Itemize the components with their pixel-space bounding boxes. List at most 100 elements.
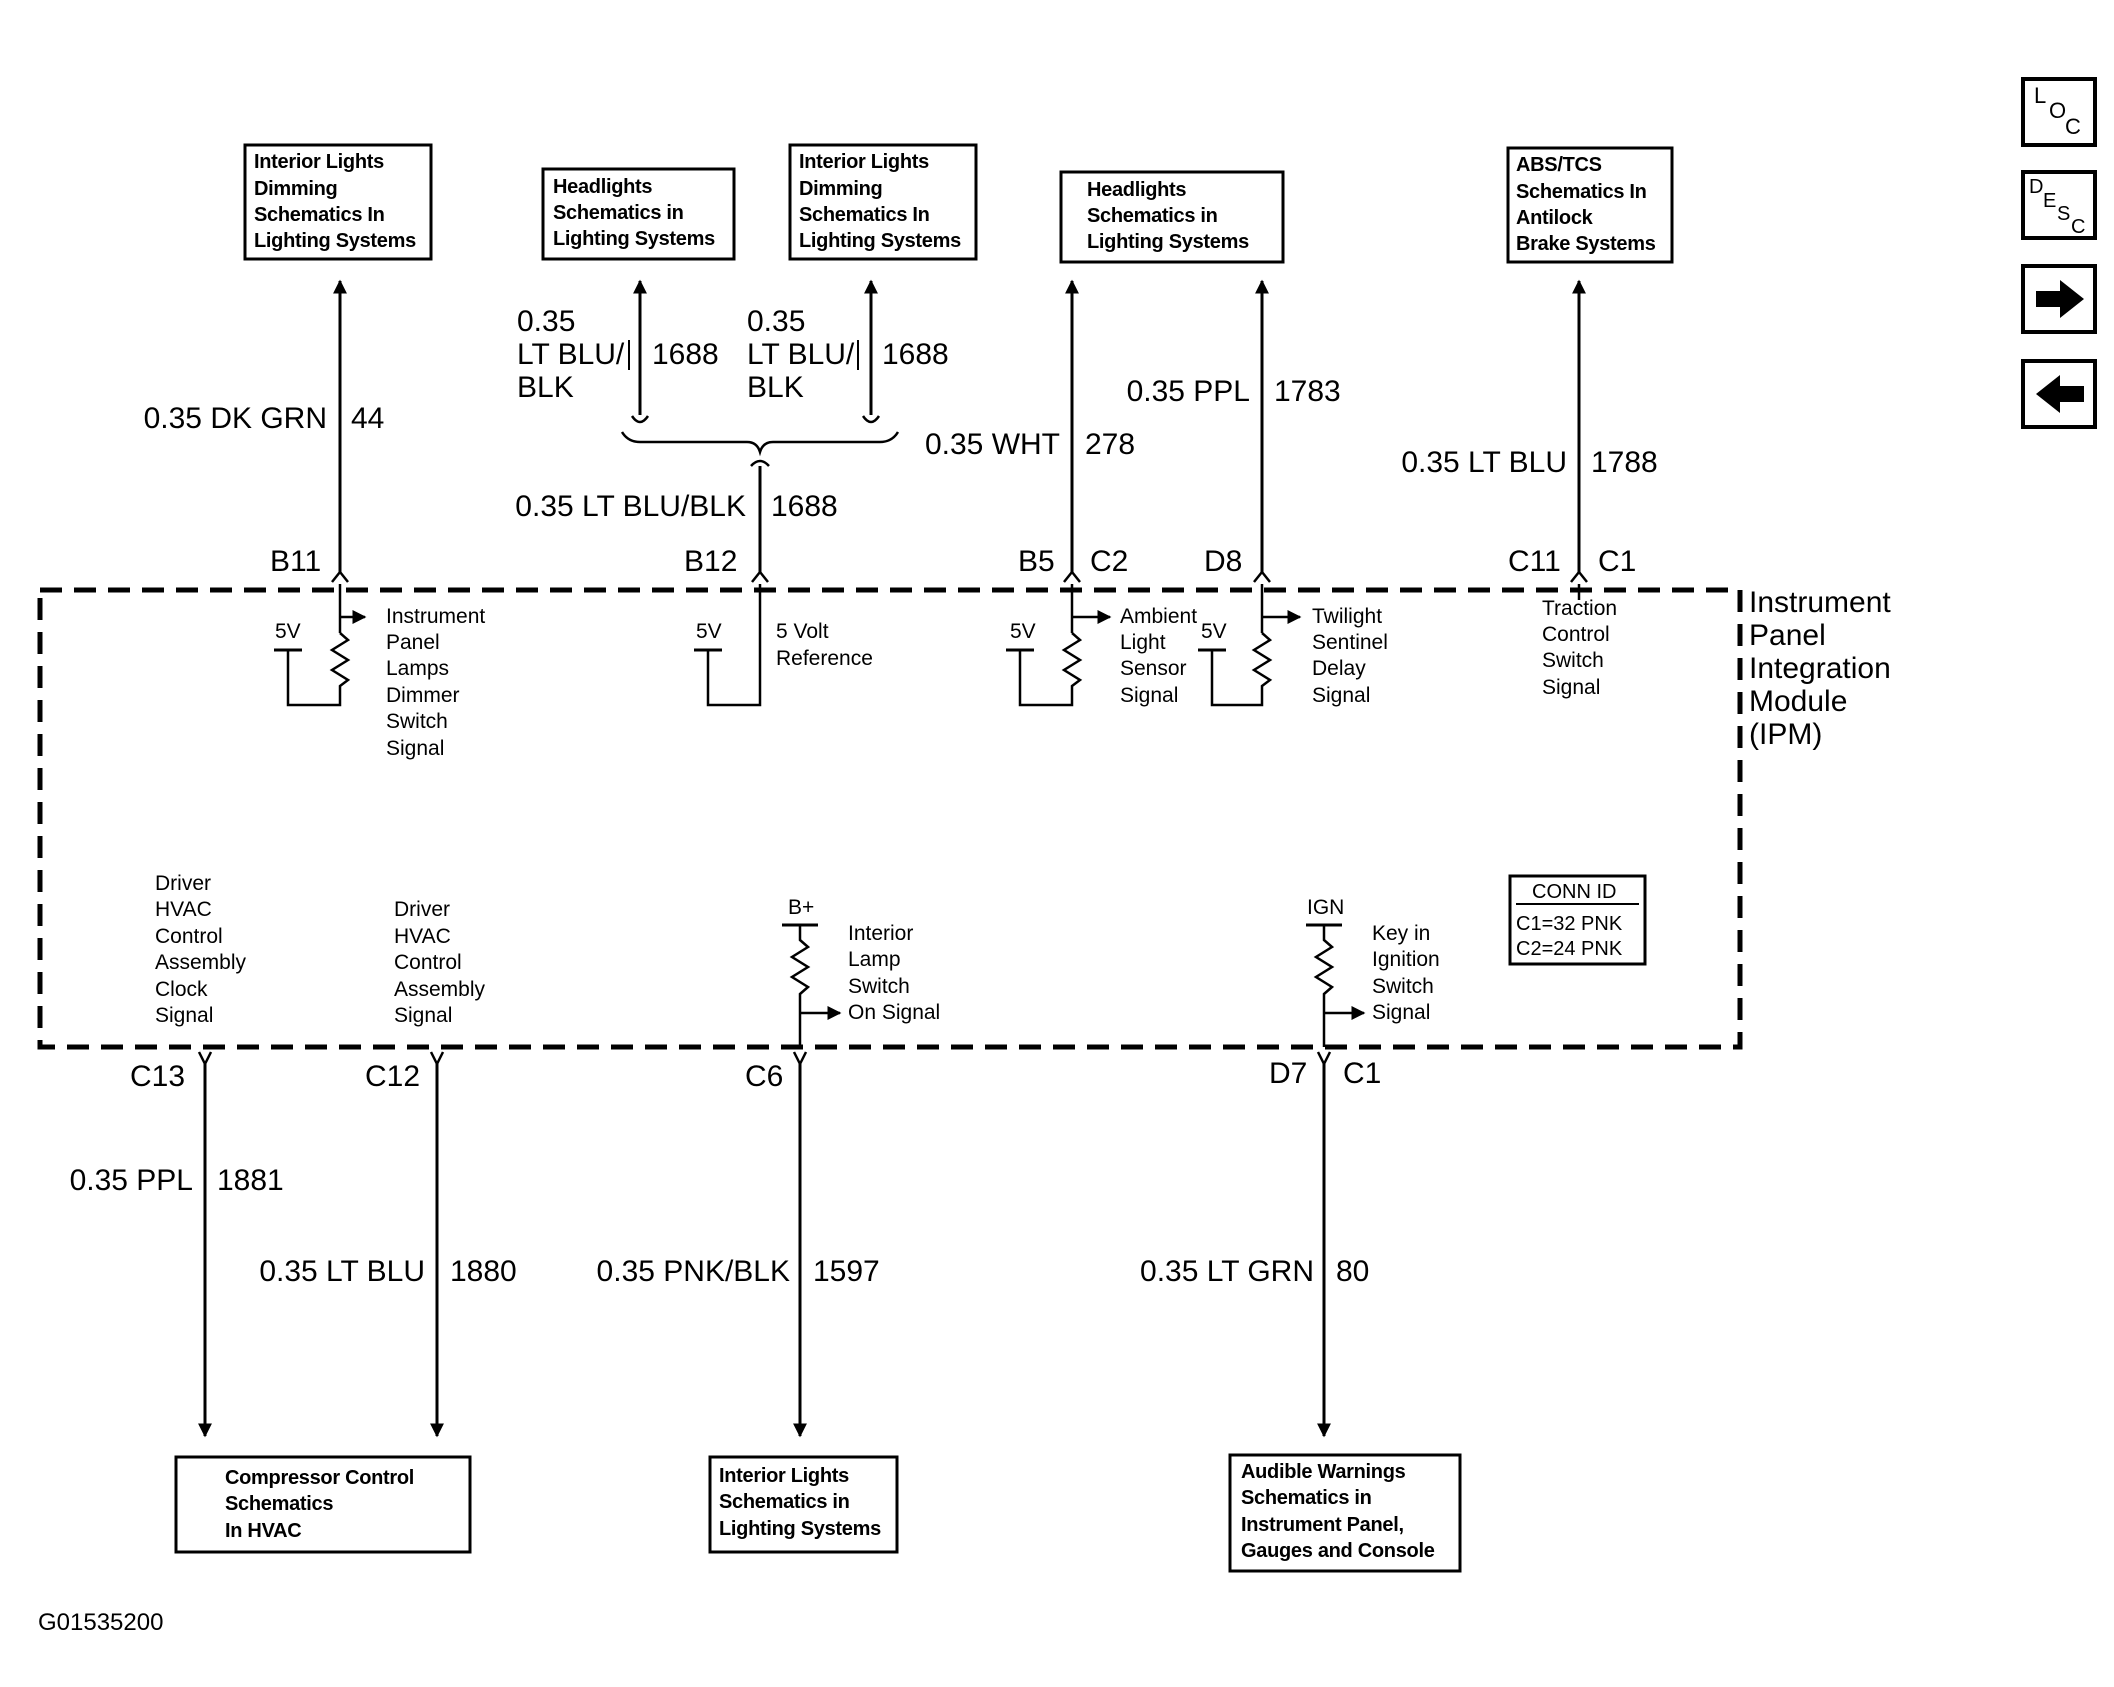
box-line: Dimming bbox=[254, 178, 337, 200]
signal-label-line: Lamps bbox=[386, 657, 449, 680]
box-line: Lighting Systems bbox=[1087, 231, 1249, 253]
pin-label: C12 bbox=[365, 1060, 420, 1093]
loc-letter: O bbox=[2049, 98, 2066, 123]
supply-label: IGN bbox=[1307, 896, 1344, 919]
box-audible-warnings[interactable]: Audible Warnings Schematics in Instrumen… bbox=[1228, 1453, 1462, 1573]
box-abs-tcs[interactable]: ABS/TCS Schematics In Antilock Brake Sys… bbox=[1506, 146, 1674, 264]
signal-label-line: Signal bbox=[1372, 1001, 1430, 1024]
box-line: Interior Lights bbox=[799, 151, 929, 173]
box-line: Lighting Systems bbox=[553, 228, 715, 250]
box-line: Schematics In bbox=[254, 204, 385, 226]
box-compressor-control[interactable]: Compressor Control Schematics In HVAC bbox=[174, 1455, 472, 1554]
box-line: Schematics In bbox=[1516, 181, 1647, 203]
pin-label: B12 bbox=[684, 545, 737, 578]
wire-color-label: 0.35 DK GRN bbox=[144, 402, 327, 435]
loc-button[interactable]: L O C bbox=[2021, 77, 2097, 147]
signal-label-line: Signal bbox=[386, 737, 444, 760]
box-line: Compressor Control bbox=[225, 1467, 414, 1489]
next-button[interactable] bbox=[2021, 264, 2097, 334]
desc-button[interactable]: D E S C bbox=[2021, 170, 2097, 240]
wire-circuit-label: 1788 bbox=[1591, 446, 1658, 479]
wire-circuit-label: 1783 bbox=[1274, 375, 1341, 408]
box-line: Schematics in bbox=[553, 202, 684, 224]
arrow-right-icon bbox=[2036, 280, 2084, 318]
box-line: Audible Warnings bbox=[1241, 1461, 1406, 1483]
signal-label-line: Sentinel bbox=[1312, 631, 1388, 654]
box-line: Lighting Systems bbox=[719, 1518, 881, 1540]
wire-b11[interactable] bbox=[331, 279, 349, 600]
box-interior-lights[interactable]: Interior Lights Schematics in Lighting S… bbox=[708, 1455, 899, 1554]
wire-color-label: BLK bbox=[517, 371, 574, 404]
box-line: Schematics in bbox=[719, 1491, 850, 1513]
module-label-line: Panel bbox=[1749, 619, 1826, 652]
ipm-module-outline bbox=[37, 587, 1743, 1050]
signal-label-line: Panel bbox=[386, 631, 440, 654]
desc-letter: C bbox=[2071, 216, 2085, 238]
ambient-circuit bbox=[1006, 600, 1112, 707]
twilight-circuit bbox=[1198, 600, 1302, 707]
desc-letter: S bbox=[2057, 203, 2070, 225]
box-headlights-2[interactable]: Headlights Schematics in Lighting System… bbox=[1059, 170, 1285, 264]
box-line: Instrument Panel, bbox=[1241, 1514, 1404, 1536]
wire-color-label: BLK bbox=[747, 371, 804, 404]
wire-circuit-label: 1597 bbox=[813, 1255, 880, 1288]
box-line: Interior Lights bbox=[719, 1465, 849, 1487]
wire-b5[interactable] bbox=[1063, 279, 1081, 600]
wire-c6[interactable] bbox=[792, 1051, 808, 1438]
box-headlights-1[interactable]: Headlights Schematics in Lighting System… bbox=[541, 167, 736, 261]
signal-label-line: Switch bbox=[1372, 975, 1434, 998]
pin-label: B11 bbox=[270, 545, 321, 578]
signal-label-line: Control bbox=[155, 925, 223, 948]
ref5v-circuit bbox=[694, 600, 762, 707]
wire-color-label: 0.35 PPL bbox=[1127, 375, 1250, 408]
wire-circuit-label: 44 bbox=[351, 402, 384, 435]
wire-color-label: 0.35 WHT bbox=[925, 428, 1060, 461]
wire-c11[interactable] bbox=[1570, 279, 1588, 600]
wire-circuit-label: 1881 bbox=[217, 1164, 284, 1197]
wire-circuit-label: 1688 bbox=[771, 490, 838, 523]
wire-circuit-label: 1688 bbox=[652, 338, 719, 371]
desc-letter: E bbox=[2043, 190, 2056, 212]
loc-letter: C bbox=[2065, 114, 2081, 139]
wire-circuit-label: 1688 bbox=[882, 338, 949, 371]
wire-d8[interactable] bbox=[1253, 279, 1271, 600]
box-line: Headlights bbox=[553, 176, 652, 198]
wire-color-label: 0.35 bbox=[747, 305, 805, 338]
box-line: Lighting Systems bbox=[799, 230, 961, 252]
back-button[interactable] bbox=[2021, 359, 2097, 429]
module-label-line: Module bbox=[1749, 685, 1847, 718]
loc-letter: L bbox=[2034, 83, 2046, 108]
wire-color-label: 0.35 LT BLU bbox=[1401, 446, 1567, 479]
wire-color-label: 0.35 LT BLU/BLK bbox=[515, 490, 746, 523]
supply-label: 5V bbox=[1201, 620, 1227, 643]
signal-label-line: Driver bbox=[394, 898, 450, 921]
signal-label-line: Signal bbox=[1542, 676, 1600, 699]
signal-label-line: Switch bbox=[386, 710, 448, 733]
signal-label-line: Ignition bbox=[1372, 948, 1440, 971]
module-label-line: Integration bbox=[1749, 652, 1891, 685]
wire-d7[interactable] bbox=[1316, 1051, 1332, 1438]
wire-b12-branch[interactable] bbox=[620, 279, 900, 600]
signal-label-line: Signal bbox=[155, 1004, 213, 1027]
wire-c12[interactable] bbox=[429, 1051, 445, 1438]
box-line: Antilock bbox=[1516, 207, 1594, 229]
wire-circuit-label: 278 bbox=[1085, 428, 1135, 461]
wire-c13[interactable] bbox=[197, 1051, 213, 1438]
wire-circuit-label: 1880 bbox=[450, 1255, 517, 1288]
box-interior-lights-dimming-1[interactable]: Interior Lights Dimming Schematics In Li… bbox=[243, 143, 433, 261]
signal-label-line: Control bbox=[394, 951, 462, 974]
pin-label: C2 bbox=[1090, 545, 1128, 578]
wire-color-label: LT BLU/ bbox=[747, 338, 855, 371]
conn-id-box: CONN ID C1=32 PNK C2=24 PNK bbox=[1508, 874, 1647, 966]
pin-label: C6 bbox=[745, 1060, 783, 1093]
pin-label: C1 bbox=[1343, 1057, 1381, 1090]
wire-color-label: 0.35 PPL bbox=[70, 1164, 193, 1197]
box-interior-lights-dimming-2[interactable]: Interior Lights Dimming Schematics In Li… bbox=[788, 143, 978, 261]
box-line: Dimming bbox=[799, 178, 882, 200]
signal-label-line: Assembly bbox=[155, 951, 247, 974]
signal-label-line: Signal bbox=[1312, 684, 1370, 707]
dimmer-circuit bbox=[274, 600, 367, 707]
signal-label-line: Instrument bbox=[386, 605, 485, 628]
signal-label-line: Interior bbox=[848, 922, 913, 945]
signal-label-line: Lamp bbox=[848, 948, 901, 971]
